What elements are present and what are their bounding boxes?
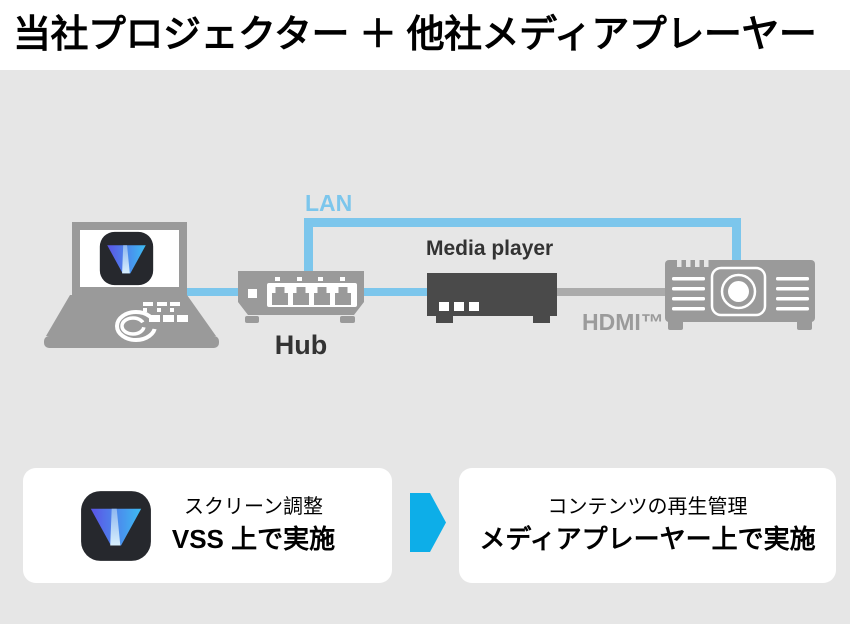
lan-label: LAN	[305, 190, 353, 216]
network-diagram: LAN Media player Hub HDMI™	[0, 70, 850, 460]
projector-lens-ring	[720, 273, 757, 310]
vss-step-title: VSS 上で実施	[171, 524, 336, 555]
hub-leds	[248, 277, 345, 298]
vss-app-logo-icon	[99, 231, 154, 286]
flow-arrow-icon	[410, 493, 446, 552]
hub-ports	[272, 287, 351, 305]
vss-app-logo-icon	[80, 490, 151, 561]
hub-label: Hub	[274, 330, 328, 360]
diagram-panel: LAN Media player Hub HDMI™ スクリーン調整 VSS 上…	[0, 70, 850, 624]
hdmi-label: HDMI™	[582, 309, 664, 335]
laptop-key-marks	[143, 302, 188, 322]
projector-icon	[665, 260, 815, 330]
hub-icon	[238, 271, 364, 323]
page-title: 当社プロジェクター ＋ 他社メディアプレーヤー	[13, 14, 817, 56]
media-step-subtitle: コンテンツの再生管理	[547, 496, 748, 519]
media-step-title: メディアプレーヤー上で実施	[479, 524, 816, 555]
vss-step-subtitle: スクリーン調整	[184, 496, 323, 519]
media-player-icon	[427, 273, 557, 323]
vss-step-card: スクリーン調整 VSS 上で実施	[23, 468, 392, 583]
media-player-label: Media player	[426, 237, 554, 260]
projector-side-vents	[672, 277, 809, 311]
hdmi-cable-line	[557, 288, 667, 296]
projector-lens	[728, 281, 749, 302]
laptop-icon	[44, 222, 219, 348]
network-diagram-graphic	[44, 218, 815, 348]
media-player-step-card: コンテンツの再生管理 メディアプレーヤー上で実施	[459, 468, 836, 583]
lan-cable-line	[186, 218, 741, 296]
projector-top-vents	[677, 260, 709, 267]
